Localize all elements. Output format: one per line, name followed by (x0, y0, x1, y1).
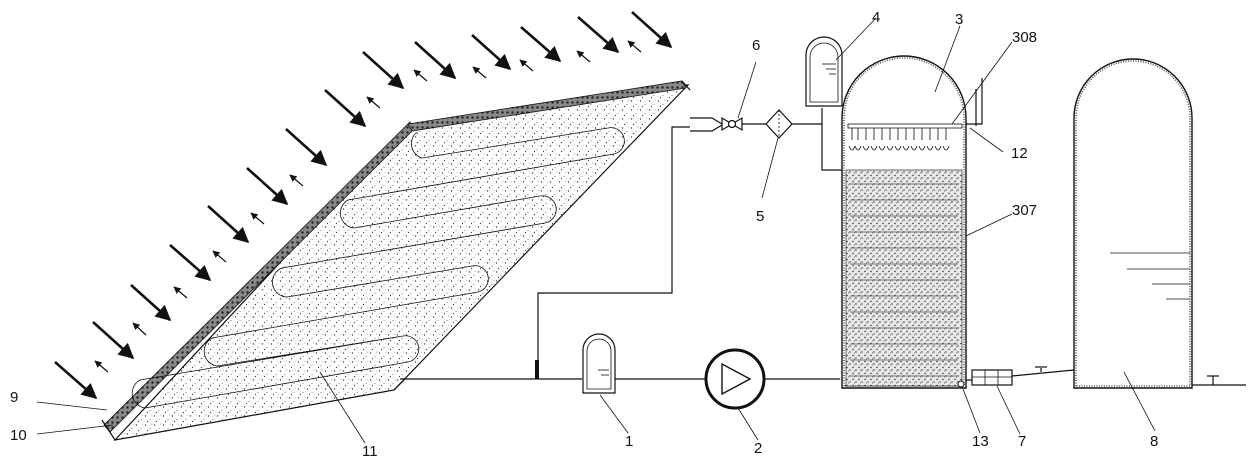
storage-tank-3 (842, 56, 966, 388)
label-10: 10 (10, 427, 27, 444)
filter-5 (766, 110, 792, 138)
label-307: 307 (1012, 202, 1037, 219)
label-308: 308 (1012, 29, 1037, 46)
expansion-tank-4 (806, 37, 842, 106)
label-5: 5 (756, 208, 764, 225)
label-3: 3 (955, 11, 963, 28)
meter-7 (972, 370, 1012, 385)
label-11: 11 (362, 443, 378, 460)
valve-6 (722, 118, 742, 130)
label-12: 12 (1011, 145, 1028, 162)
label-4: 4 (872, 9, 880, 26)
label-6: 6 (752, 37, 760, 54)
tank-8 (1074, 59, 1192, 388)
pump-2 (706, 350, 764, 408)
label-8: 8 (1150, 433, 1158, 450)
label-1: 1 (625, 433, 633, 450)
small-tank-1 (583, 334, 615, 393)
label-13: 13 (972, 433, 989, 450)
label-2: 2 (754, 440, 762, 457)
label-7: 7 (1018, 433, 1026, 450)
label-9: 9 (10, 389, 18, 406)
